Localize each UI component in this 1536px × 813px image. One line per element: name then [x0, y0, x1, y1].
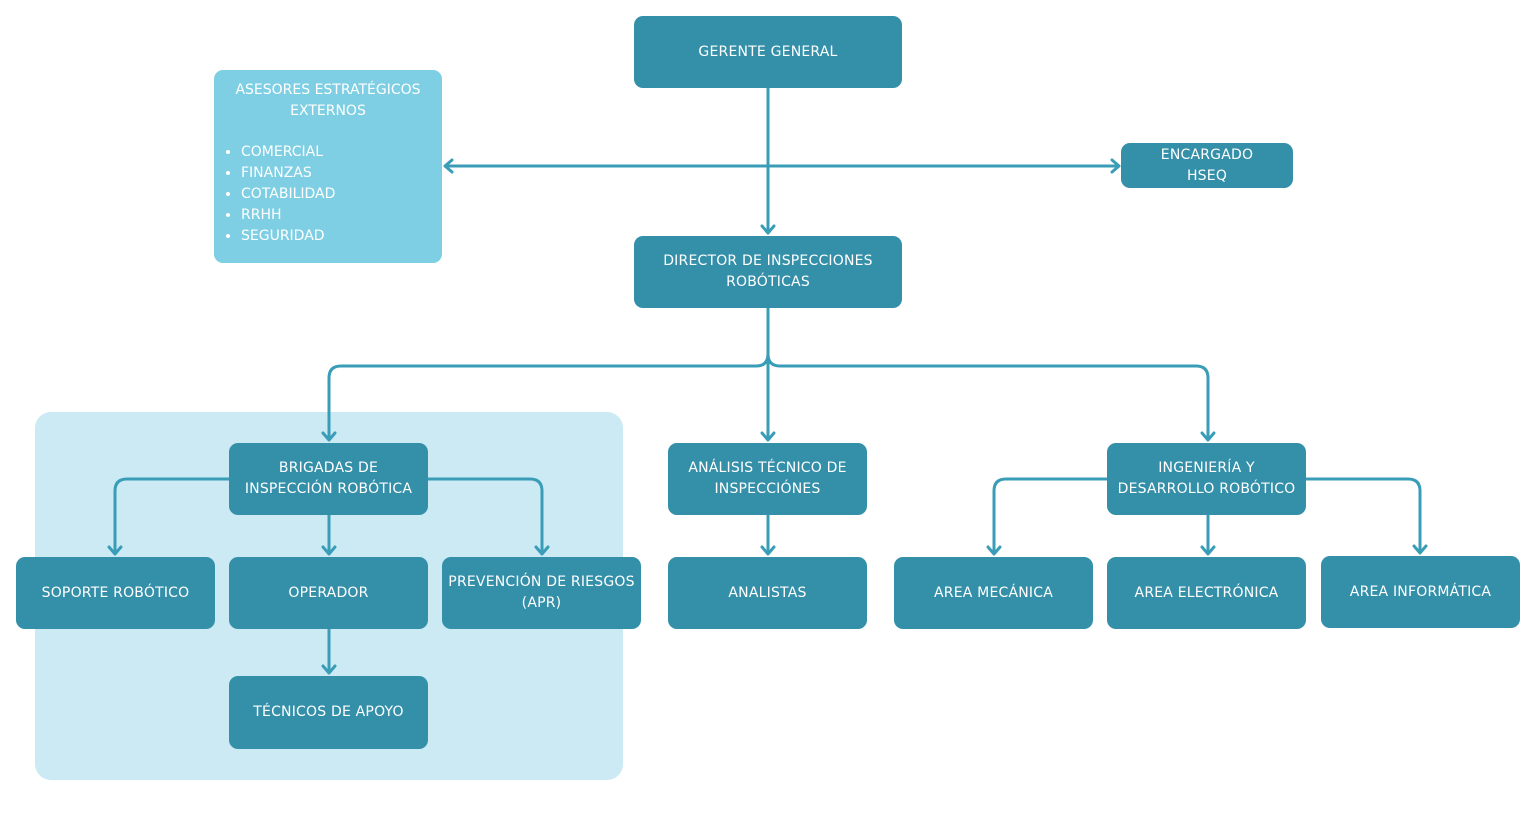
connector-arrowhead-ingenieria [1200, 431, 1216, 442]
asesores-item-rrhh: RRHH [241, 205, 442, 226]
node-operador[interactable]: OPERADOR [229, 557, 428, 629]
node-director[interactable]: DIRECTOR DE INSPECCIONES ROBÓTICAS [634, 236, 902, 308]
node-area-informatica[interactable]: AREA INFORMÁTICA [1321, 556, 1520, 628]
connector-ingenieria-to-informatica [1304, 477, 1422, 554]
node-gerente-general[interactable]: GERENTE GENERAL [634, 16, 902, 88]
connector-arrowhead-director [760, 224, 776, 235]
node-brigadas-label: BRIGADAS DE INSPECCIÓN ROBÓTICA [244, 460, 413, 497]
asesores-item-finanzas: FINANZAS [241, 163, 442, 184]
node-encargado-hseq-label: ENCARGADO HSEQ [1160, 146, 1254, 184]
connector-arrowhead-analistas [760, 545, 776, 556]
connector-arrowhead-hseq [1110, 158, 1121, 174]
node-prevencion-riesgos-label: PREVENCIÓN DE RIESGOS (APR) [448, 574, 635, 611]
connector-arrowhead-electronica [1200, 545, 1216, 556]
node-analistas[interactable]: ANALISTAS [668, 557, 867, 629]
asesores-title: ASESORES ESTRATÉGICOS EXTERNOS [235, 82, 421, 119]
node-brigadas[interactable]: BRIGADAS DE INSPECCIÓN ROBÓTICA [229, 443, 428, 515]
node-soporte-robotico[interactable]: SOPORTE ROBÓTICO [16, 557, 215, 629]
node-gerente-general-label: GERENTE GENERAL [698, 43, 838, 60]
node-area-electronica[interactable]: AREA ELECTRÓNICA [1107, 557, 1306, 629]
asesores-item-comercial: COMERCIAL [241, 142, 442, 163]
connector-director-to-ingenieria [766, 352, 1210, 441]
node-analistas-label: ANALISTAS [728, 584, 807, 601]
node-area-mecanica[interactable]: AREA MECÁNICA [894, 557, 1093, 629]
connector-ingenieria-to-mecanica [992, 477, 1109, 555]
node-tecnicos-apoyo[interactable]: TÉCNICOS DE APOYO [229, 676, 428, 749]
connector-arrowhead-informatica [1412, 544, 1428, 555]
asesores-item-seguridad: SEGURIDAD [241, 226, 442, 247]
asesores-list: COMERCIAL FINANZAS COTABILIDAD RRHH SEGU… [214, 142, 442, 247]
node-tecnicos-apoyo-label: TÉCNICOS DE APOYO [253, 704, 404, 720]
node-operador-label: OPERADOR [288, 584, 369, 601]
node-director-label: DIRECTOR DE INSPECCIONES ROBÓTICAS [663, 253, 873, 290]
node-area-electronica-label: AREA ELECTRÓNICA [1134, 584, 1279, 601]
node-soporte-robotico-label: SOPORTE ROBÓTICO [41, 584, 190, 601]
connector-arrowhead-asesores [443, 158, 454, 174]
node-ingenieria[interactable]: INGENIERÍA Y DESARROLLO ROBÓTICO [1107, 443, 1306, 515]
node-ingenieria-label: INGENIERÍA Y DESARROLLO ROBÓTICO [1117, 460, 1296, 497]
connector-arrowhead-analisis [760, 431, 776, 442]
node-area-mecanica-label: AREA MECÁNICA [933, 584, 1053, 601]
asesores-item-contabilidad: COTABILIDAD [241, 184, 442, 205]
node-analisis-tecnico-label: ANÁLISIS TÉCNICO DE INSPECCIÓNES [688, 460, 847, 497]
node-prevencion-riesgos[interactable]: PREVENCIÓN DE RIESGOS (APR) [442, 557, 641, 629]
connector-arrowhead-mecanica [986, 545, 1002, 556]
node-encargado-hseq[interactable]: ENCARGADO HSEQ [1121, 143, 1293, 188]
node-asesores-externos[interactable]: ASESORES ESTRATÉGICOS EXTERNOS COMERCIAL… [214, 70, 442, 263]
node-area-informatica-label: AREA INFORMÁTICA [1349, 583, 1492, 600]
node-analisis-tecnico[interactable]: ANÁLISIS TÉCNICO DE INSPECCIÓNES [668, 443, 867, 515]
